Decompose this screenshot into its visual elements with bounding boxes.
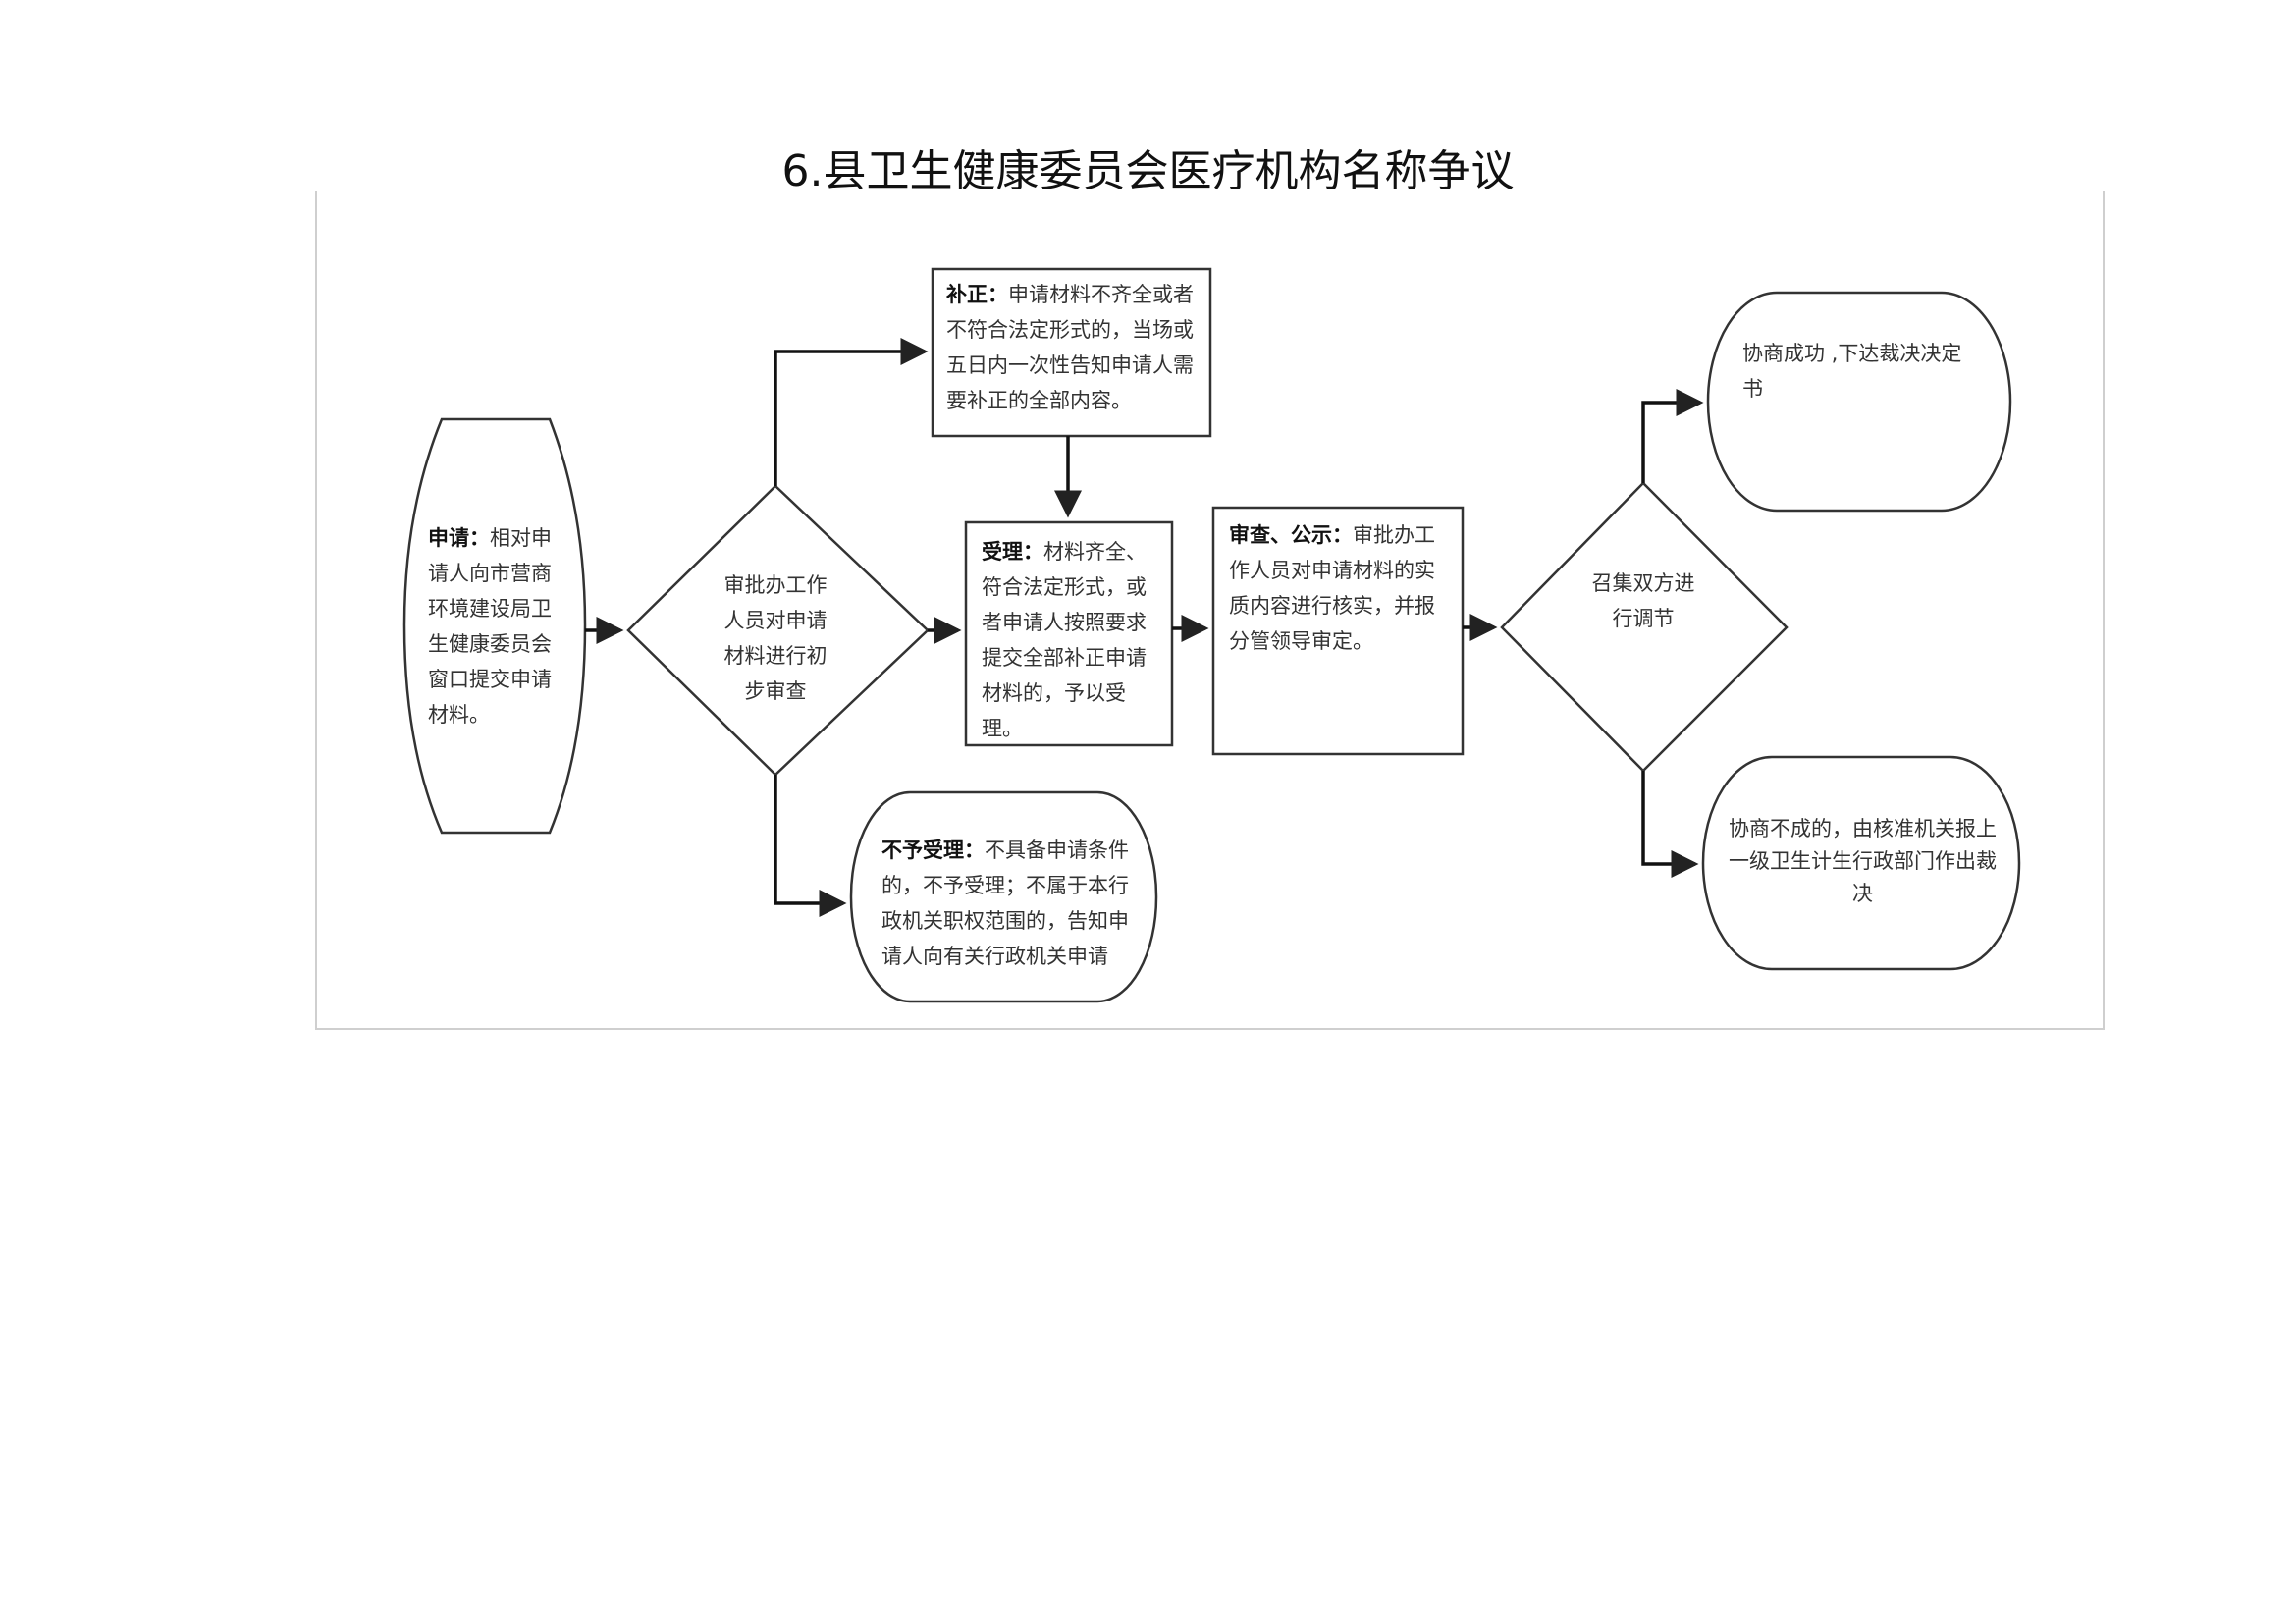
arrow-review-to-reject bbox=[774, 775, 847, 917]
reject-node-shape bbox=[849, 790, 1158, 1003]
apply-node: 申请：相对申请人向市营商环境建设局卫生健康委员会窗口提交申请材料。 bbox=[428, 520, 561, 732]
accept-node: 受理：材料齐全、符合法定形式，或者申请人按照要求提交全部补正申请材料的，予以受理… bbox=[982, 534, 1158, 746]
correction-box bbox=[931, 267, 1212, 438]
reject-node: 不予受理：不具备申请条件的，不予受理；不属于本行政机关职权范围的，告知申请人向有… bbox=[881, 833, 1133, 974]
apply-node-shape bbox=[402, 417, 587, 835]
reject-label: 不予受理： bbox=[881, 839, 985, 862]
initial-review-text: 审批办工作人员对申请材料进行初步审查 bbox=[723, 573, 828, 703]
page-title: 6.县卫生健康委员会医疗机构名称争议 bbox=[781, 146, 1515, 196]
arrow-review-to-correction bbox=[774, 338, 929, 486]
failure-node-shape bbox=[1701, 755, 2021, 971]
apply-label: 申请： bbox=[428, 526, 490, 550]
apply-text: 相对申请人向市营商环境建设局卫生健康委员会窗口提交申请材料。 bbox=[428, 526, 552, 727]
failure-text: 协商不成的，由核准机关报上一级卫生计生行政部门作出裁决 bbox=[1729, 817, 1997, 905]
arrow-mediate-to-success bbox=[1641, 389, 1704, 483]
success-node-shape bbox=[1706, 291, 2012, 513]
correction-text: 申请材料不齐全或者不符合法定形式的，当场或五日内一次性告知申请人需要补正的全部内… bbox=[946, 283, 1194, 412]
review-publish-node: 审查、公示：审批办工作人员对申请材料的实质内容进行核实，并报分管领导审定。 bbox=[1229, 517, 1449, 659]
accept-label: 受理： bbox=[982, 540, 1043, 564]
review-box bbox=[1211, 506, 1465, 756]
success-text: 协商成功 ,下达裁决决定书 bbox=[1742, 342, 1962, 401]
accept-box bbox=[964, 520, 1174, 747]
review-publish-text: 审批办工作人员对申请材料的实质内容进行核实，并报分管领导审定。 bbox=[1229, 523, 1435, 653]
arrow-mediate-to-failure bbox=[1641, 771, 1699, 878]
correction-node: 补正：申请材料不齐全或者不符合法定形式的，当场或五日内一次性告知申请人需要补正的… bbox=[946, 277, 1198, 418]
frame bbox=[315, 191, 2105, 1030]
correction-label: 补正： bbox=[946, 283, 1008, 306]
reject-text: 不具备申请条件的，不予受理；不属于本行政机关职权范围的，告知申请人向有关行政机关… bbox=[881, 839, 1129, 968]
review-publish-label: 审查、公示： bbox=[1229, 523, 1353, 547]
accept-text: 材料齐全、符合法定形式，或者申请人按照要求提交全部补正申请材料的，予以受理。 bbox=[982, 540, 1147, 740]
mediate-text: 召集双方进行调节 bbox=[1591, 571, 1695, 630]
